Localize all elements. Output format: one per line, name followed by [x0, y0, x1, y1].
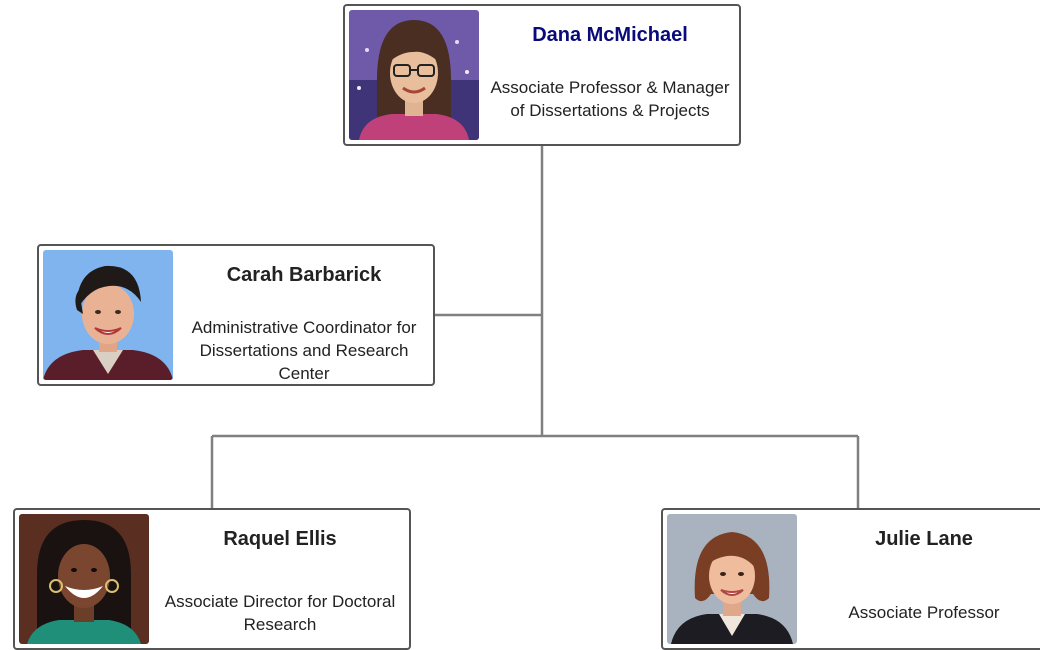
person-name: Julie Lane [875, 528, 973, 550]
portrait-photo [667, 514, 797, 644]
portrait-photo [349, 10, 479, 140]
person-title: Associate Professor & Manager of Dissert… [490, 78, 730, 120]
person-name: Raquel Ellis [223, 528, 337, 550]
portrait-photo [43, 250, 173, 380]
person-title: Administrative Coordinator for Dissertat… [191, 318, 417, 383]
person-title: Associate Professor [848, 603, 1000, 622]
person-title: Associate Director for Doctoral Research [164, 592, 396, 634]
org-node-dana-mcmichael: Dana McMichael Associate Professor & Man… [343, 4, 741, 146]
org-node-raquel-ellis: Raquel Ellis Associate Director for Doct… [13, 508, 411, 650]
person-name: Carah Barbarick [226, 264, 382, 286]
org-node-julie-lane: Julie Lane Associate Professor [661, 508, 1040, 650]
org-node-carah-barbarick: Carah Barbarick Administrative Coordinat… [37, 244, 435, 386]
portrait-photo [19, 514, 149, 644]
person-name: Dana McMichael [532, 24, 688, 46]
